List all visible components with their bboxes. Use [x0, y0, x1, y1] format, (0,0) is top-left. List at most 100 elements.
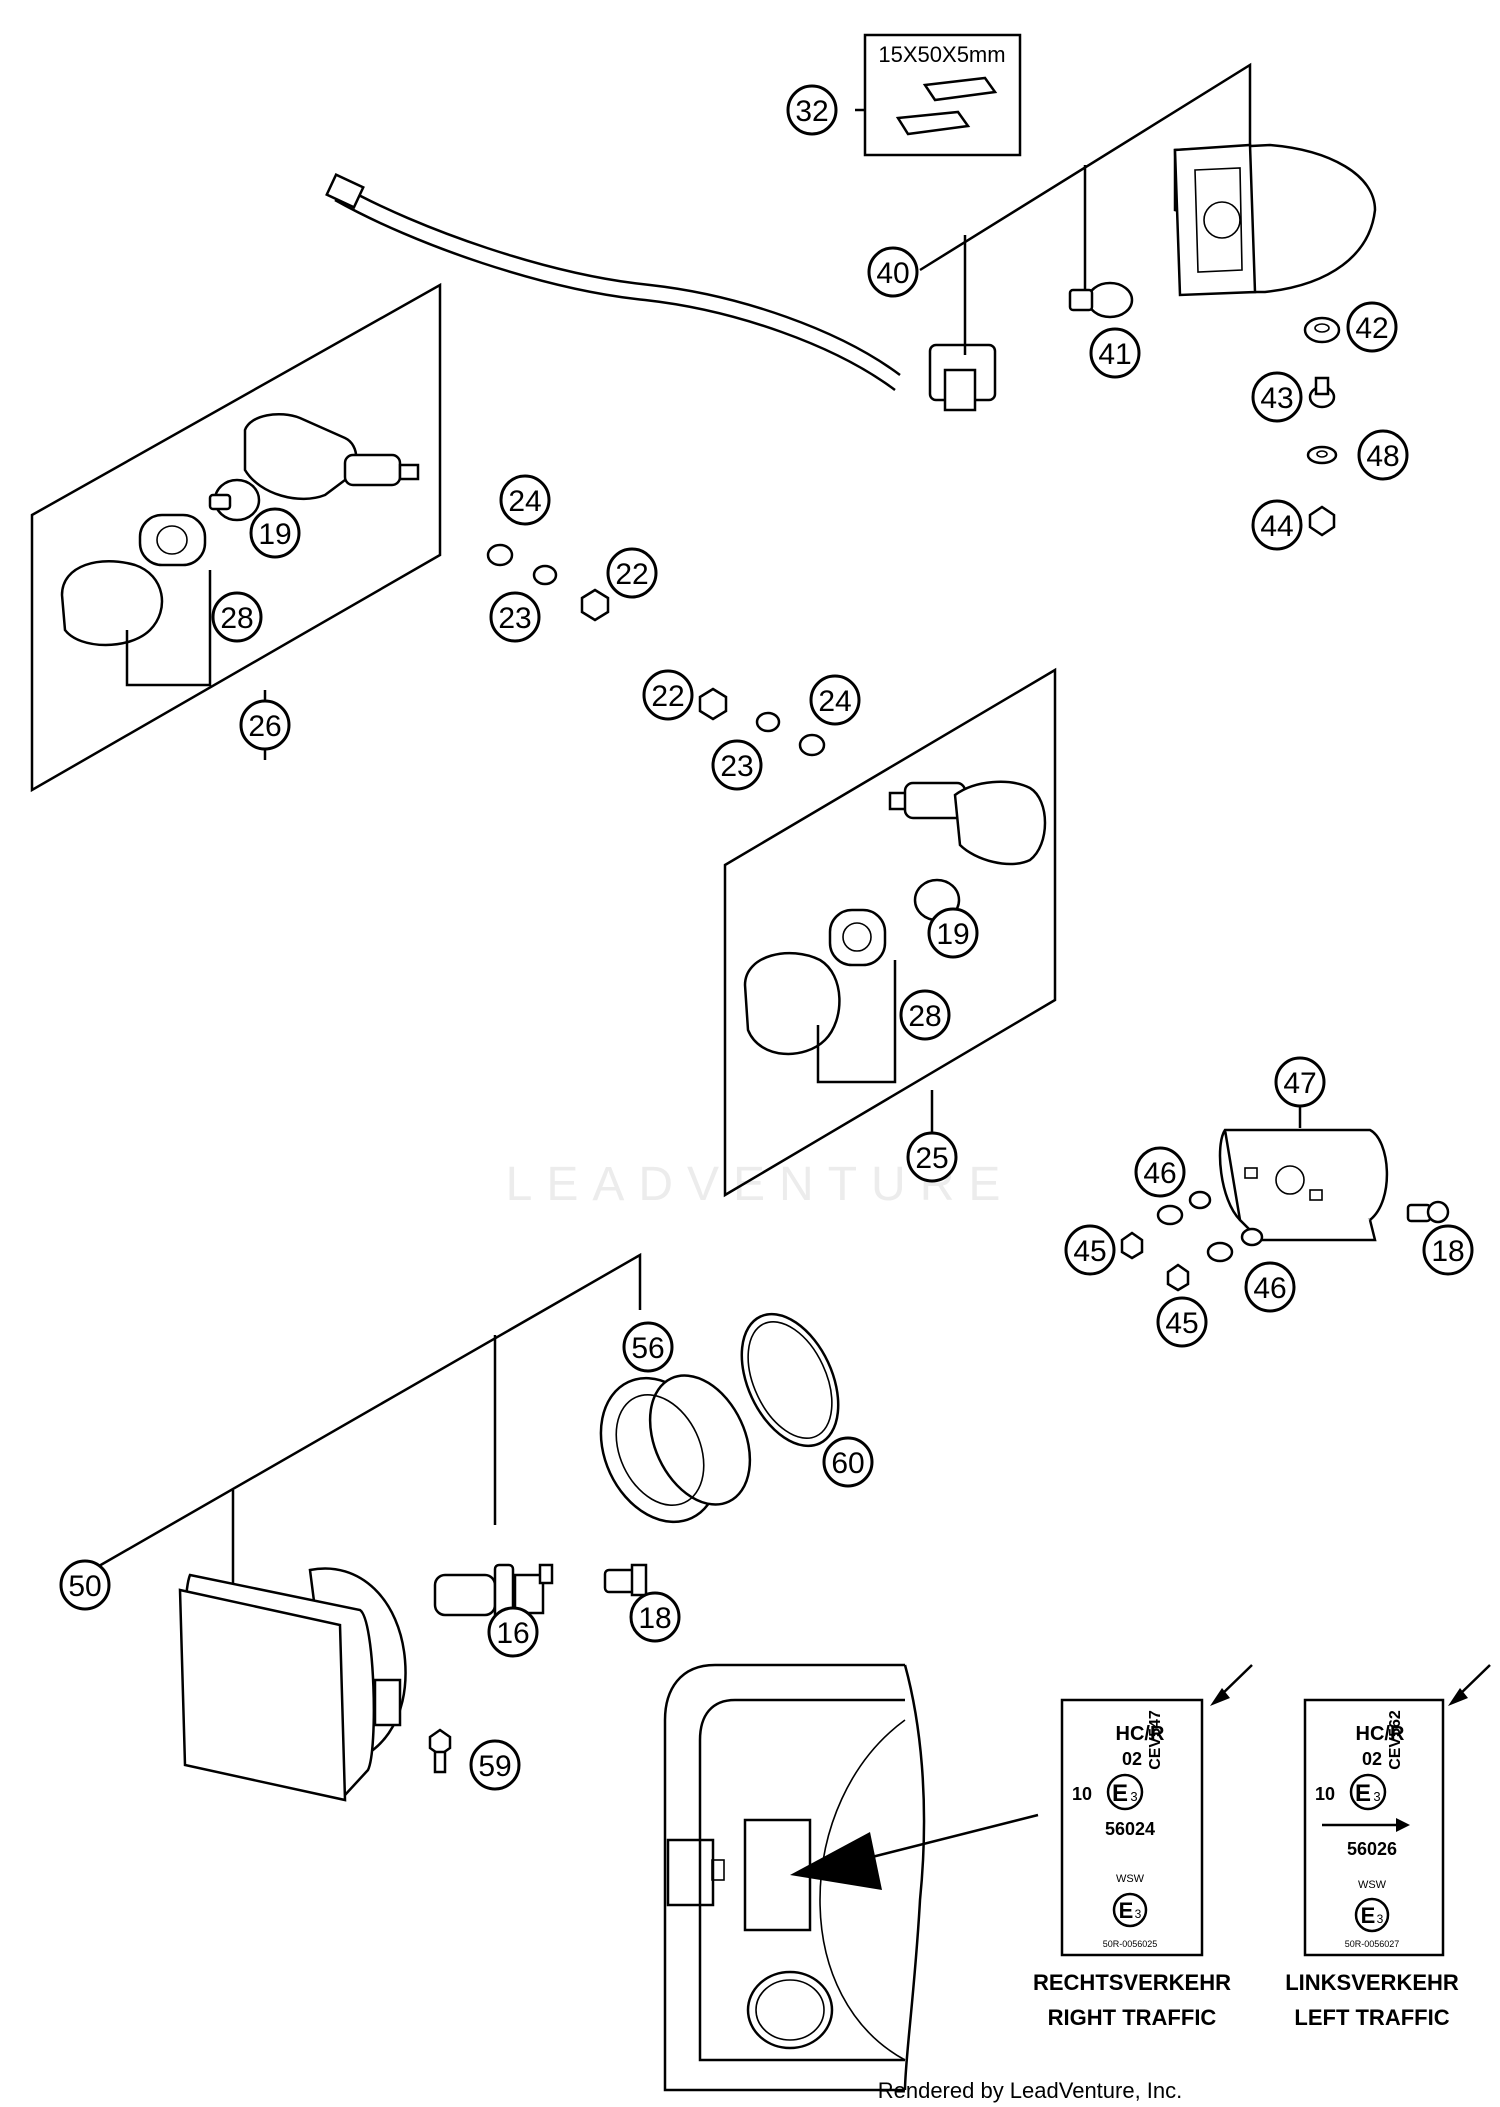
callout-32[interactable]: 32 — [786, 84, 838, 136]
hardware-45-46 — [1120, 1190, 1450, 1292]
footer-credit: Rendered by LeadVenture, Inc. — [878, 2078, 1183, 2103]
callout-16[interactable]: 16 — [487, 1606, 539, 1658]
svg-text:46: 46 — [1253, 1272, 1286, 1305]
callout-25[interactable]: 25 — [906, 1131, 958, 1183]
right-mark2: E — [1119, 1898, 1134, 1923]
svg-text:41: 41 — [1098, 338, 1131, 371]
right-cev: CEV547 — [1147, 1710, 1164, 1770]
svg-text:50: 50 — [68, 1570, 101, 1603]
svg-text:59: 59 — [478, 1750, 511, 1783]
callout-19-left[interactable]: 19 — [249, 507, 301, 559]
right-approval: 56024 — [1105, 1819, 1155, 1839]
callout-22-left[interactable]: 22 — [606, 547, 658, 599]
callout-44[interactable]: 44 — [1251, 499, 1303, 551]
callout-59[interactable]: 59 — [469, 1739, 521, 1791]
right-wsw: WSW — [1116, 1873, 1145, 1885]
callout-19-right[interactable]: 19 — [927, 907, 979, 959]
svg-text:23: 23 — [498, 602, 531, 635]
svg-text:46: 46 — [1143, 1157, 1176, 1190]
hardware-22-23-24-right — [698, 687, 826, 757]
left-code-top: HC/R — [1356, 1723, 1405, 1745]
callout-28-right[interactable]: 28 — [899, 989, 951, 1041]
callout-24-right[interactable]: 24 — [809, 674, 861, 726]
callout-48[interactable]: 48 — [1357, 429, 1409, 481]
bracket-lines-top — [919, 62, 1252, 355]
callout-45-bottom[interactable]: 45 — [1156, 1296, 1208, 1348]
callout-46-bottom[interactable]: 46 — [1244, 1261, 1296, 1313]
left-cev: CEV562 — [1387, 1710, 1404, 1770]
callout-28-left[interactable]: 28 — [211, 591, 263, 643]
callout-18-headlight[interactable]: 18 — [629, 1591, 681, 1643]
right-caption-en: RIGHT TRAFFIC — [1048, 2005, 1217, 2030]
svg-text:18: 18 — [1431, 1235, 1464, 1268]
svg-text:28: 28 — [908, 1000, 941, 1033]
callout-60[interactable]: 60 — [822, 1436, 874, 1488]
svg-text:45: 45 — [1165, 1307, 1198, 1340]
right-serial: 50R-0056025 — [1103, 1939, 1158, 1949]
callout-50[interactable]: 50 — [59, 1559, 111, 1611]
bulb-socket — [928, 343, 997, 412]
left-caption-en: LEFT TRAFFIC — [1294, 2005, 1449, 2030]
right-code-num: 02 — [1122, 1749, 1142, 1769]
turn-signal-kit-26 — [30, 282, 442, 793]
svg-text:42: 42 — [1355, 312, 1388, 345]
svg-text:19: 19 — [936, 918, 969, 951]
label-left-traffic: HC/R 02 CEV562 10 E 3 56026 WSW E 3 50R-… — [1285, 1698, 1459, 2030]
left-approval: 56026 — [1347, 1839, 1397, 1859]
svg-text:23: 23 — [720, 750, 753, 783]
kit-dimensions: 15X50X5mm — [878, 42, 1005, 67]
svg-text:24: 24 — [508, 485, 541, 518]
callout-45-left[interactable]: 45 — [1064, 1224, 1116, 1276]
left-mark-sub: 3 — [1373, 1789, 1380, 1804]
wiring-harness — [325, 173, 997, 412]
callout-23-right[interactable]: 23 — [711, 739, 763, 791]
left-serial: 50R-0056027 — [1345, 1939, 1400, 1949]
left-code-num: 02 — [1362, 1749, 1382, 1769]
svg-text:19: 19 — [258, 518, 291, 551]
svg-text:44: 44 — [1260, 510, 1293, 543]
svg-text:32: 32 — [795, 95, 828, 128]
bolt-59 — [428, 1728, 452, 1774]
callout-46-top[interactable]: 46 — [1134, 1146, 1186, 1198]
svg-text:47: 47 — [1283, 1067, 1316, 1100]
svg-text:56: 56 — [631, 1332, 664, 1365]
svg-text:40: 40 — [876, 257, 909, 290]
label-pointer-arrows — [1210, 1664, 1491, 1706]
svg-text:25: 25 — [915, 1142, 948, 1175]
callout-56[interactable]: 56 — [622, 1321, 674, 1373]
svg-text:28: 28 — [220, 602, 253, 635]
callout-47[interactable]: 47 — [1274, 1056, 1326, 1108]
svg-text:18: 18 — [638, 1602, 671, 1635]
callout-22-right[interactable]: 22 — [642, 669, 694, 721]
license-plate-light-47 — [1218, 1105, 1389, 1242]
callout-41[interactable]: 41 — [1089, 327, 1141, 379]
right-mark-sub: 3 — [1130, 1789, 1137, 1804]
label-right-traffic: HC/R 02 CEV547 10 E 3 56024 WSW E 3 50R-… — [1033, 1698, 1231, 2030]
callout-40[interactable]: 40 — [867, 246, 919, 298]
callout-42[interactable]: 42 — [1346, 301, 1398, 353]
bracket-lines-headlight — [91, 1252, 642, 1590]
svg-text:22: 22 — [615, 558, 648, 591]
right-caption-de: RECHTSVERKEHR — [1033, 1970, 1231, 1995]
callout-26[interactable]: 26 — [239, 699, 291, 751]
callout-18-plate[interactable]: 18 — [1422, 1224, 1474, 1276]
headlight-housing-50 — [178, 1567, 407, 1802]
left-caption-de: LINKSVERKEHR — [1285, 1970, 1459, 1995]
svg-text:22: 22 — [651, 680, 684, 713]
svg-text:26: 26 — [248, 710, 281, 743]
svg-text:60: 60 — [831, 1447, 864, 1480]
callout-24-left[interactable]: 24 — [499, 474, 551, 526]
callout-23-left[interactable]: 23 — [489, 591, 541, 643]
hardware-42-48-44 — [1303, 316, 1341, 537]
left-ten: 10 — [1315, 1784, 1335, 1804]
right-code-top: HC/R — [1116, 1723, 1165, 1745]
gasket-60 — [740, 1312, 840, 1448]
right-mark2-sub: 3 — [1135, 1907, 1142, 1921]
svg-text:48: 48 — [1366, 440, 1399, 473]
bulb-41 — [1068, 281, 1134, 319]
right-ten: 10 — [1072, 1784, 1092, 1804]
tail-light-housing — [1173, 143, 1377, 297]
svg-text:45: 45 — [1073, 1235, 1106, 1268]
svg-text:24: 24 — [818, 685, 851, 718]
callout-43[interactable]: 43 — [1251, 371, 1303, 423]
